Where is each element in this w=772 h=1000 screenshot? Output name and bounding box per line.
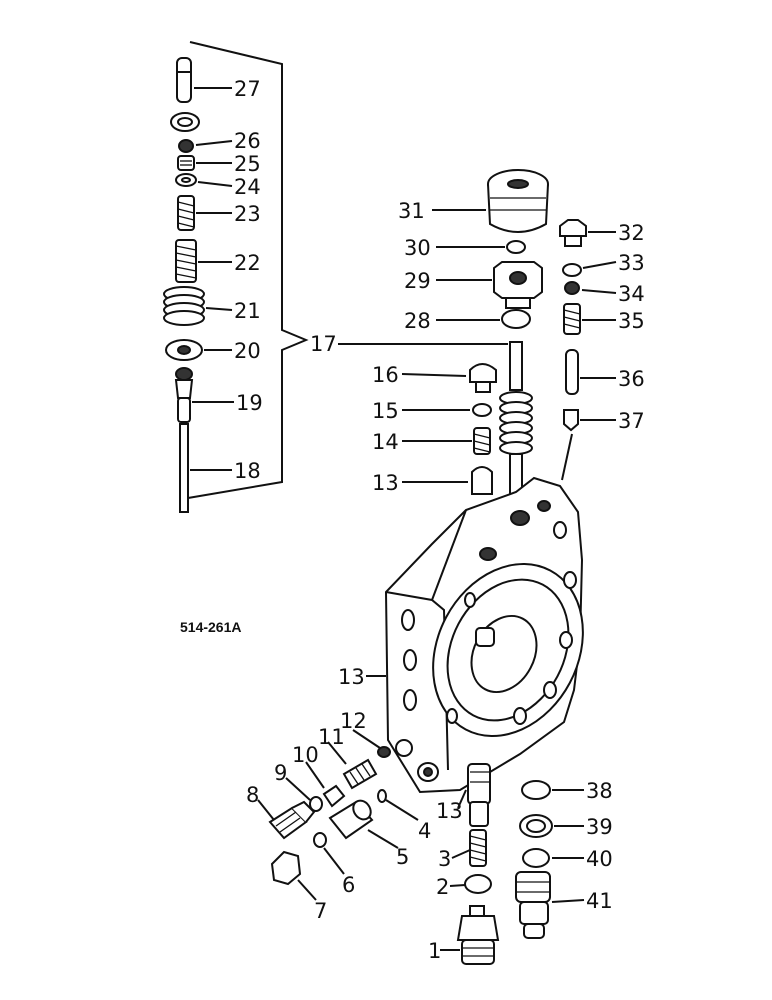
part-18-valve-stem-icon <box>338 341 533 499</box>
part-28-pin-ring-icon <box>170 57 232 132</box>
part-12-ball-icon <box>352 729 391 758</box>
callout-27: 26 <box>234 129 261 153</box>
callout-29: 28 <box>404 309 431 333</box>
callout-16: 15 <box>372 399 399 423</box>
callout-5: 5 <box>396 845 409 869</box>
part-40-backup-ring-icon <box>519 814 584 838</box>
part-6-ring-icon <box>313 832 345 875</box>
part-1-valve-icon <box>440 905 500 965</box>
callout-25: 24 <box>234 175 261 199</box>
part-35-seat-icon <box>564 281 617 295</box>
callout-31: 30 <box>404 236 431 260</box>
part-14-piston-icon <box>402 466 493 495</box>
callout-12: 12 <box>340 709 367 733</box>
part-11-spring-icon <box>327 741 378 790</box>
callout-10: 10 <box>292 743 319 767</box>
callout-37: 36 <box>618 367 645 391</box>
callout-30: 29 <box>404 269 431 293</box>
callout-38: 37 <box>618 409 645 433</box>
callout-39: 38 <box>586 779 613 803</box>
part-9-ring-icon <box>285 777 323 812</box>
part-37-pin-icon <box>565 349 616 395</box>
callout-40: 39 <box>586 815 613 839</box>
part-33-plug-icon <box>559 219 616 247</box>
callout-3: 3 <box>438 847 451 871</box>
callout-7: 7 <box>314 899 327 923</box>
callout-21: 20 <box>234 339 261 363</box>
callout-8: 8 <box>246 783 259 807</box>
part-34-ring-icon <box>562 261 617 277</box>
callout-24: 23 <box>234 202 261 226</box>
callout-28: 27 <box>234 77 261 101</box>
part-22-coil-spring-icon <box>163 286 233 326</box>
part-16-ring-icon <box>402 403 492 417</box>
callout-20: 19 <box>236 391 263 415</box>
callout-6: 6 <box>342 873 355 897</box>
part-41-o-ring-icon <box>522 848 584 868</box>
callout-13-cartridge: 13 <box>436 799 463 823</box>
part-38-poppet-icon <box>561 409 616 481</box>
bracket-left-assembly <box>187 41 309 499</box>
part-5-sleeve-icon <box>328 799 399 849</box>
part-4-ring-icon <box>377 789 419 821</box>
part-24-spring-icon <box>177 195 232 231</box>
part-30-nut-icon <box>436 261 543 309</box>
part-8-fitting-icon <box>257 799 316 840</box>
part-10-seat-icon <box>305 761 346 808</box>
part-3-spring-icon <box>451 829 487 867</box>
callout-labels: 27 26 25 24 23 22 21 20 19 18 17 31 30 2… <box>180 77 645 963</box>
part-20-poppet-icon <box>174 367 234 423</box>
callout-36: 35 <box>618 309 645 333</box>
callout-18: 17 <box>310 332 337 356</box>
part-39-o-ring-icon <box>521 780 584 800</box>
callout-17: 16 <box>372 363 399 387</box>
callout-35: 34 <box>618 282 645 306</box>
part-19-rod-icon <box>179 423 232 513</box>
callout-22: 21 <box>234 299 261 323</box>
callout-23: 22 <box>234 251 261 275</box>
part-31-ring-icon <box>436 240 526 254</box>
part-29-o-ring-icon <box>436 309 531 329</box>
callout-33: 32 <box>618 221 645 245</box>
part-17-plug-icon <box>401 363 497 393</box>
part-13-valve-body-icon <box>366 476 584 794</box>
part-2-o-ring-icon <box>449 874 492 894</box>
part-27-washer-icon <box>178 139 233 153</box>
drawing-code: 514-261A <box>180 619 242 635</box>
callout-34: 33 <box>618 251 645 275</box>
part-36-spring-icon <box>563 303 616 335</box>
part-7-plug-icon <box>270 850 317 901</box>
part-25-washer-icon <box>175 173 233 187</box>
callout-42: 41 <box>586 889 613 913</box>
part-23-spring-icon <box>175 239 232 283</box>
part-15-spring-icon <box>402 427 491 455</box>
part-42-relief-valve-icon <box>515 871 585 939</box>
callout-26: 25 <box>234 152 261 176</box>
callout-1: 1 <box>428 939 441 963</box>
callout-14: 13 <box>372 471 399 495</box>
callout-32: 31 <box>398 199 425 223</box>
callout-41: 40 <box>586 847 613 871</box>
callout-9: 9 <box>274 761 287 785</box>
callout-19: 18 <box>234 459 261 483</box>
part-32-cap-icon <box>432 169 549 233</box>
part-13-cartridge-icon <box>457 763 491 827</box>
callout-2: 2 <box>436 875 449 899</box>
part-26-seat-icon <box>177 155 232 171</box>
callout-15: 14 <box>372 430 399 454</box>
part-21-disc-icon <box>165 339 232 361</box>
callout-13-body: 13 <box>338 665 365 689</box>
callout-4: 4 <box>418 819 431 843</box>
callout-11: 11 <box>318 725 345 749</box>
